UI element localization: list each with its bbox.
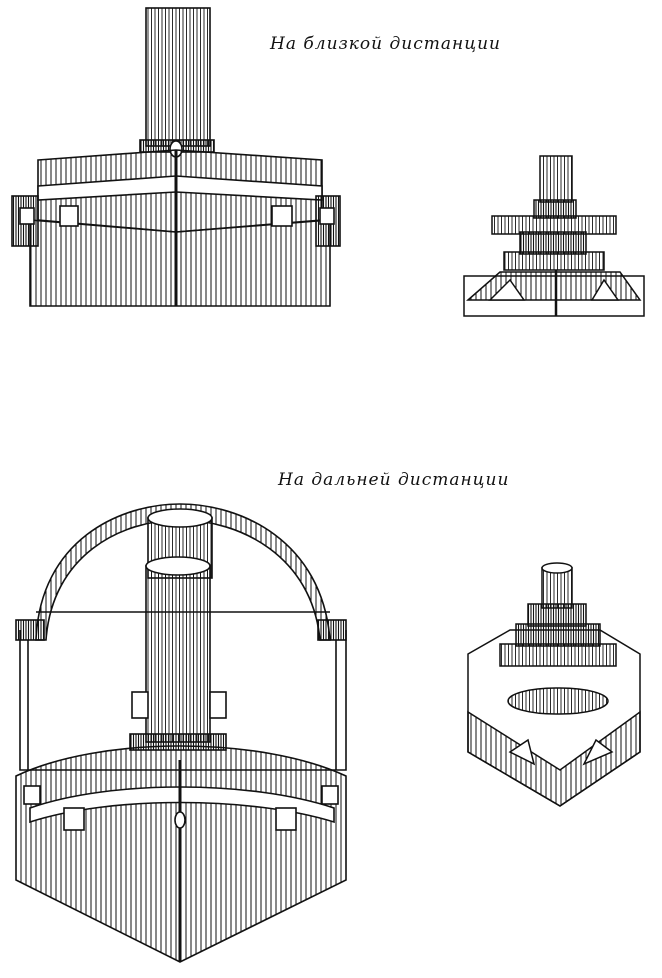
bracket-left: [131, 691, 149, 719]
deck-wing-notch-left: [488, 278, 526, 301]
ship-far-small: [467, 562, 641, 807]
caption-long-range: На дальней дистанции: [278, 470, 510, 490]
wing-right: [317, 619, 347, 641]
turret-body: [519, 231, 587, 255]
forecastle-band: [29, 786, 335, 824]
ship-close-large: [11, 7, 341, 307]
far-port-3: [275, 807, 297, 831]
ship-close-small: [463, 155, 645, 317]
far-port-2: [63, 807, 85, 831]
skirt-notch-left: [508, 738, 536, 766]
ship-far-large: [15, 503, 347, 963]
skirt-notch-right: [582, 738, 614, 766]
funnel-front: [145, 565, 211, 743]
port-3: [271, 205, 293, 227]
port-4: [319, 207, 335, 225]
hull-lower: [29, 219, 331, 307]
funnel: [145, 7, 211, 147]
caption-close-range: На близкой дистанции: [270, 34, 501, 54]
mast: [539, 155, 573, 203]
far-mast: [541, 567, 573, 609]
far-port-1: [23, 785, 41, 805]
bracket-right: [209, 691, 227, 719]
far-turret-disc: [507, 687, 609, 715]
far-turret-base: [499, 643, 617, 667]
port-1: [19, 207, 35, 225]
far-turret-ring: [515, 623, 601, 647]
hull-skirt: [467, 710, 641, 807]
deck-wing-notch-right: [590, 278, 620, 301]
far-port-4: [321, 785, 339, 805]
wing-left: [15, 619, 45, 641]
port-2: [59, 205, 79, 227]
